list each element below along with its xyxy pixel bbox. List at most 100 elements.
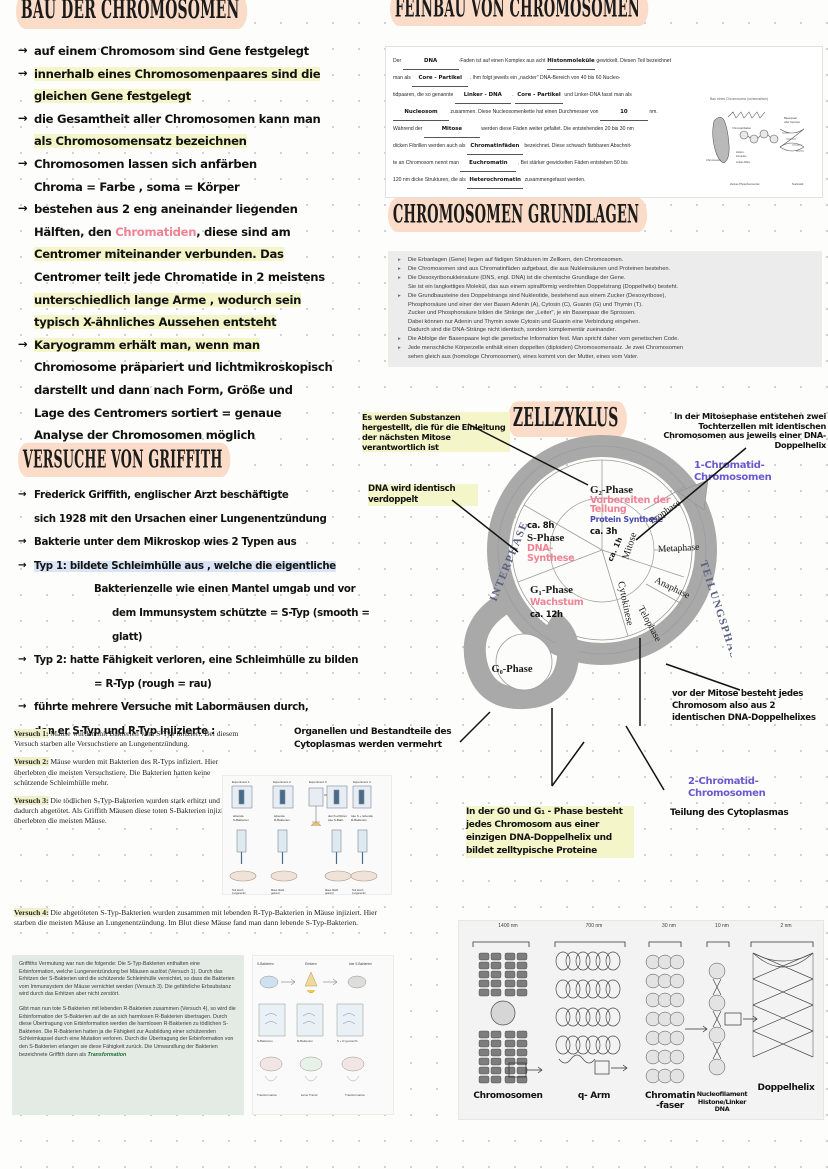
note-bottom-left: In der G0 und G₁ - Phase besteht jedes C… xyxy=(466,806,634,858)
g1-phase-group: G₁-Phase Wachstum ca. 12h xyxy=(530,584,610,622)
bau-note-line: Analyse der Chromosomen möglich xyxy=(18,424,378,447)
worksheet-text: . xyxy=(510,92,515,98)
griffith-note-line: sich 1928 mit den Ursachen einer Lungene… xyxy=(18,508,398,532)
worksheet-text: . Ihm folgt jeweils ein „nackter" DNA-Be… xyxy=(468,75,621,81)
bau-note-line: die Gesamtheit aller Chromosomen kann ma… xyxy=(18,107,378,131)
grundlagen-text: Sie ist ein langkettiges Molekül, das au… xyxy=(408,283,678,290)
packing-scale-label: 10 nm xyxy=(715,923,729,929)
grundlagen-text: sehen gleich aus (homologe Chromosomen),… xyxy=(408,353,639,360)
worksheet-text: -Faden ist auf einen Komplex aus acht xyxy=(458,58,547,64)
grundlagen-line: Die Desoxyribonukleinsäure (DNS, engl. D… xyxy=(396,274,814,283)
worksheet-blank[interactable]: 10 xyxy=(599,104,648,121)
bau-note-line: Centromer miteinander verbunden. Das xyxy=(18,243,378,266)
grundlagen-text: Die Chromosomen sind aus Chromatinfäden … xyxy=(408,265,671,272)
griffith-experiment-4: Versuch 4: Die abgetöteten S-Typ-Bakteri… xyxy=(14,908,398,928)
grundlagen-text: Phosphorsäure und einer der vier Basen A… xyxy=(408,301,643,308)
svg-text:Chromosom: Chromosom xyxy=(706,158,721,162)
worksheet-blank[interactable]: Heterochromatin xyxy=(467,172,524,189)
bau-note-text: typisch X-ähnliches Aussehen entsteht xyxy=(34,315,277,330)
worksheet-blank[interactable]: Histonmoleküle xyxy=(546,53,595,70)
svg-text:Experiment 1: Experiment 1 xyxy=(232,780,250,784)
grundlagen-line: Die Chromosomen sind aus Chromatinfäden … xyxy=(396,265,814,274)
svg-text:gesund: gesund xyxy=(271,891,280,895)
bau-note-text: darstellt und dann nach Form, Größe und xyxy=(34,382,293,397)
packing-caption: q- Arm xyxy=(577,1091,611,1101)
worksheet-line: te an Chromosom nennt man Euchromatin . … xyxy=(393,155,692,172)
bau-note-line: Chromosome präpariert und lichtmikroskop… xyxy=(18,356,378,379)
worksheet-blank[interactable]: Nucleosom xyxy=(393,104,449,121)
svg-text:Experiment 2: Experiment 2 xyxy=(273,780,291,784)
bau-note-text: Centromer miteinander verbunden. Das xyxy=(34,247,284,262)
experiment-label: Versuch 4: xyxy=(14,908,49,917)
experiment-label: Versuch 2: xyxy=(14,757,49,767)
bau-note-line: Hälften, den Chromatiden, diese sind am xyxy=(18,221,378,244)
svg-text:Tod durch: Tod durch xyxy=(352,888,364,892)
worksheet-text: 120 nm dicke Strukturen, die als xyxy=(393,177,468,183)
figure-caption: Bau eines Chromosoms (schematisch) xyxy=(710,97,769,101)
worksheet-text: gewickelt. Diesen Teil bezeichnet xyxy=(594,58,672,64)
grundlagen-bullet-list: Die Erbanlagen (Gene) liegen auf fädigen… xyxy=(388,251,822,368)
svg-text:Histon-: Histon- xyxy=(736,150,745,154)
worksheet-blank[interactable]: Core - Partikel xyxy=(515,87,563,104)
svg-text:Transformation: Transformation xyxy=(257,1093,277,1097)
worksheet-text: werden diese Fäden weiter gefaltet. Die … xyxy=(479,126,634,132)
worksheet-text: Während der xyxy=(393,126,424,132)
svg-text:Basenpaar: Basenpaar xyxy=(784,116,797,120)
grundlagen-line: Phosphorsäure und einer der vier Basen A… xyxy=(396,301,814,310)
svg-text:Lungenentz.: Lungenentz. xyxy=(232,891,247,895)
bau-note-text: Chroma = Farbe , soma = Körper xyxy=(34,179,240,194)
svg-text:keine Transf.: keine Transf. xyxy=(301,1093,318,1097)
svg-text:S-Bakterien: S-Bakterien xyxy=(257,962,274,966)
svg-text:tote S-Bakt.: tote S-Bakt. xyxy=(328,818,344,822)
svg-text:Experiment 3: Experiment 3 xyxy=(309,780,327,784)
worksheet-blank[interactable]: Euchromatin xyxy=(460,155,517,172)
grundlagen-line: Die Erbanlagen (Gene) liegen auf fädigen… xyxy=(396,256,814,265)
transformation-figure-svg: S-Bakterien Erhitzen tote S-Bakterien S-… xyxy=(257,962,372,1097)
g2-phase-label: G₂-Phase xyxy=(590,484,634,496)
grundlagen-text: Die Desoxyribonukleinsäure (DNS, engl. D… xyxy=(408,274,626,281)
worksheet-line: tidpaaren, die so genannte Linker - DNA … xyxy=(393,87,692,104)
label-metaphase: Metaphase xyxy=(658,542,700,555)
experiment-label: Versuch 1: xyxy=(14,729,49,738)
worksheet-text: bezeichnet. Diese schwach färbbaren Absc… xyxy=(522,143,632,149)
svg-text:S-Bakterien: S-Bakterien xyxy=(257,1039,273,1043)
s-phase-sub-pink: DNA-Synthese xyxy=(527,543,575,564)
worksheet-blank[interactable]: Core - Partikel xyxy=(412,70,469,87)
svg-text:Transformation: Transformation xyxy=(345,1093,365,1097)
note-mid-left: Organellen und Bestandteile des Cytoplas… xyxy=(294,727,452,750)
bau-note-text: unterschiedlich lange Arme , wodurch sei… xyxy=(34,292,302,307)
svg-text:oder Sprosse: oder Sprosse xyxy=(784,120,800,124)
transformation-paragraph: Gibt man nun tote S-Bakterien mit lebend… xyxy=(19,1005,236,1058)
heading-versuche-von-griffith: VERSUCHE VON GRIFFITH xyxy=(18,442,277,477)
worksheet-line: Der DNA-Faden ist auf einen Komplex aus … xyxy=(393,53,692,70)
experiment-block: Versuch 1: Mäuse wurden mit Bakterien vo… xyxy=(14,729,244,749)
grundlagen-line: Jede menschliche Körperzelle enthält ein… xyxy=(396,344,814,353)
bau-note-line: Chroma = Farbe , soma = Körper xyxy=(18,176,378,199)
s-phase-time: ca. 8h xyxy=(527,521,555,531)
grundlagen-line: Die Grundbausteine des Doppelstrangs sin… xyxy=(396,292,814,301)
svg-text:Linker-DNA: Linker-DNA xyxy=(736,160,750,164)
transformation-figure: S-Bakterien Erhitzen tote S-Bakterien S-… xyxy=(252,955,394,1115)
bau-note-text: Lage des Centromers sortiert = genaue xyxy=(34,405,282,420)
grundlagen-line: Die Abfolge der Basenpaare legt die gene… xyxy=(396,335,814,344)
packing-scale-label: 2 nm xyxy=(780,923,792,929)
bau-note-text: Centromer teilt jede Chromatide in 2 mei… xyxy=(34,269,325,284)
g0-phase-label: G₀-Phase xyxy=(491,664,533,675)
bau-note-text: Hälften, den Chromatiden, diese sind am xyxy=(34,224,291,239)
worksheet-blank[interactable]: Mitose xyxy=(423,121,480,138)
worksheet-line: 120 nm dicke Strukturen, die als Heteroc… xyxy=(393,172,692,189)
worksheet-blank[interactable]: DNA xyxy=(402,53,459,70)
bau-note-line: unterschiedlich lange Arme , wodurch sei… xyxy=(18,289,378,312)
bau-note-line: innerhalb eines Chromosomenpaares sind d… xyxy=(18,62,378,86)
note-right-bottom: vor der Mitose besteht jedes Chromosom a… xyxy=(672,689,816,723)
g1-phase-sub-pink: Wachstum xyxy=(530,597,584,608)
worksheet-blank[interactable]: Linker - DNA xyxy=(454,87,511,104)
packing-scale-label: 30 nm xyxy=(662,923,676,929)
worksheet-blank[interactable]: Chromatinfäden xyxy=(466,138,523,155)
grundlagen-text: Die Grundbausteine des Doppelstrangs sin… xyxy=(408,292,666,299)
worksheet-text: te an Chromosom nennt man xyxy=(393,160,461,166)
worksheet-text: . Bei stärker gewickelten Fäden entstehe… xyxy=(516,160,628,166)
packing-caption: Doppelhelix xyxy=(757,1083,815,1093)
worksheet-text: zusammengefasst werden. xyxy=(523,177,586,183)
heading-feinbau-von-chromosomen: FEINBAU VON CHROMOSOMEN xyxy=(390,0,705,26)
